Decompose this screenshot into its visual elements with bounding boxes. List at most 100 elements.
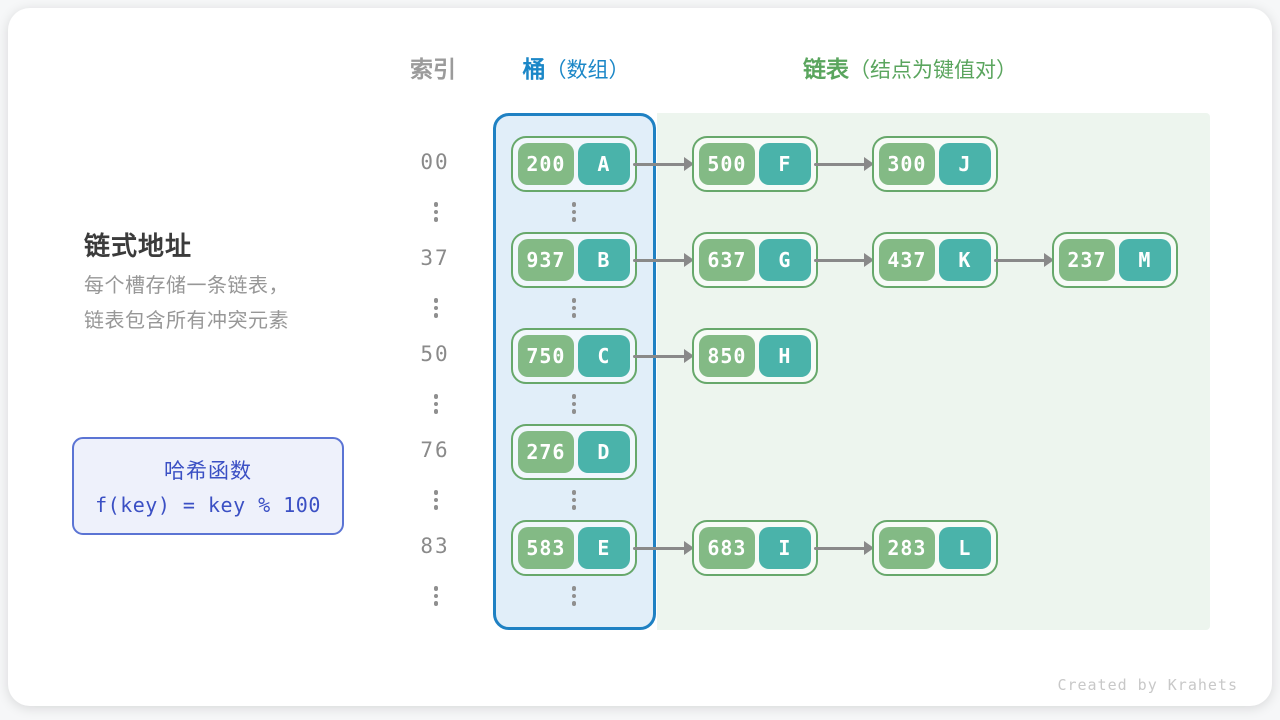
value-cell: C (577, 335, 630, 377)
column-header-index: 索引 (401, 54, 465, 84)
ellipsis-dot (571, 497, 577, 502)
next-pointer-arrow (633, 540, 694, 556)
ellipsis-dot (433, 593, 439, 598)
ellipsis-dot (571, 209, 577, 214)
bucket-ellipsis (571, 298, 577, 318)
column-header-linked-list: 链表（结点为键值对） (758, 54, 1062, 84)
next-pointer-arrow (814, 156, 874, 172)
credit-text: Created by Krahets (1057, 676, 1238, 694)
ellipsis-dot (571, 313, 577, 318)
bucket-ellipsis (571, 490, 577, 510)
next-pointer-arrow (994, 252, 1054, 268)
key-cell: 750 (518, 335, 574, 377)
ellipsis-dot (571, 505, 577, 510)
value-cell: J (938, 143, 991, 185)
value-cell: F (758, 143, 811, 185)
bucket-ellipsis (571, 394, 577, 414)
bucket-index-label: 83 (420, 534, 450, 558)
value-cell: L (938, 527, 991, 569)
hash-function-formula: f(key) = key % 100 (95, 493, 321, 517)
value-cell: E (577, 527, 630, 569)
key-cell: 276 (518, 431, 574, 473)
key-cell: 200 (518, 143, 574, 185)
key-cell: 583 (518, 527, 574, 569)
key-cell: 637 (699, 239, 755, 281)
ellipsis-dot (433, 490, 439, 495)
bucket-index-label: 00 (420, 150, 450, 174)
index-ellipsis (433, 394, 439, 414)
value-cell: D (577, 431, 630, 473)
value-cell: B (577, 239, 630, 281)
bucket-ellipsis (571, 202, 577, 222)
panel-heading: 链式地址 (84, 231, 193, 261)
ellipsis-dot (433, 586, 439, 591)
bucket-header-sublabel: （数组） (545, 59, 630, 82)
index-ellipsis (433, 490, 439, 510)
index-ellipsis (433, 586, 439, 606)
value-cell: I (758, 527, 811, 569)
ellipsis-dot (571, 490, 577, 495)
ellipsis-dot (433, 601, 439, 606)
ellipsis-dot (433, 217, 439, 222)
panel-description: 每个槽存储一条链表， 链表包含所有冲突元素 (84, 269, 289, 339)
next-pointer-arrow (814, 252, 874, 268)
ellipsis-dot (433, 401, 439, 406)
index-header-label: 索引 (410, 56, 456, 82)
list-header-sublabel: （结点为键值对） (849, 59, 1017, 82)
ellipsis-dot (433, 313, 439, 318)
ellipsis-dot (571, 601, 577, 606)
bucket-index-label: 76 (420, 438, 450, 462)
key-cell: 850 (699, 335, 755, 377)
ellipsis-dot (433, 497, 439, 502)
ellipsis-dot (433, 202, 439, 207)
ellipsis-dot (571, 217, 577, 222)
ellipsis-dot (433, 305, 439, 310)
value-cell: K (938, 239, 991, 281)
ellipsis-dot (571, 409, 577, 414)
bucket-index-label: 50 (420, 342, 450, 366)
panel-description-line1: 每个槽存储一条链表， (84, 275, 289, 297)
next-pointer-arrow (814, 540, 874, 556)
panel-description-line2: 链表包含所有冲突元素 (84, 310, 289, 332)
ellipsis-dot (433, 505, 439, 510)
bucket-index-label: 37 (420, 246, 450, 270)
ellipsis-dot (571, 305, 577, 310)
ellipsis-dot (571, 593, 577, 598)
ellipsis-dot (571, 202, 577, 207)
ellipsis-dot (433, 394, 439, 399)
value-cell: G (758, 239, 811, 281)
hash-function-title: 哈希函数 (164, 460, 252, 483)
value-cell: A (577, 143, 630, 185)
key-cell: 283 (879, 527, 935, 569)
ellipsis-dot (571, 298, 577, 303)
bucket-header-label: 桶 (522, 56, 546, 82)
key-cell: 300 (879, 143, 935, 185)
key-cell: 683 (699, 527, 755, 569)
column-header-bucket: 桶（数组） (481, 54, 671, 84)
ellipsis-dot (433, 209, 439, 214)
key-cell: 937 (518, 239, 574, 281)
value-cell: M (1118, 239, 1171, 281)
ellipsis-dot (433, 409, 439, 414)
ellipsis-dot (571, 401, 577, 406)
next-pointer-arrow (633, 348, 694, 364)
bucket-ellipsis (571, 586, 577, 606)
next-pointer-arrow (633, 156, 694, 172)
list-header-label: 链表 (803, 56, 849, 82)
ellipsis-dot (571, 586, 577, 591)
index-ellipsis (433, 298, 439, 318)
value-cell: H (758, 335, 811, 377)
ellipsis-dot (433, 298, 439, 303)
